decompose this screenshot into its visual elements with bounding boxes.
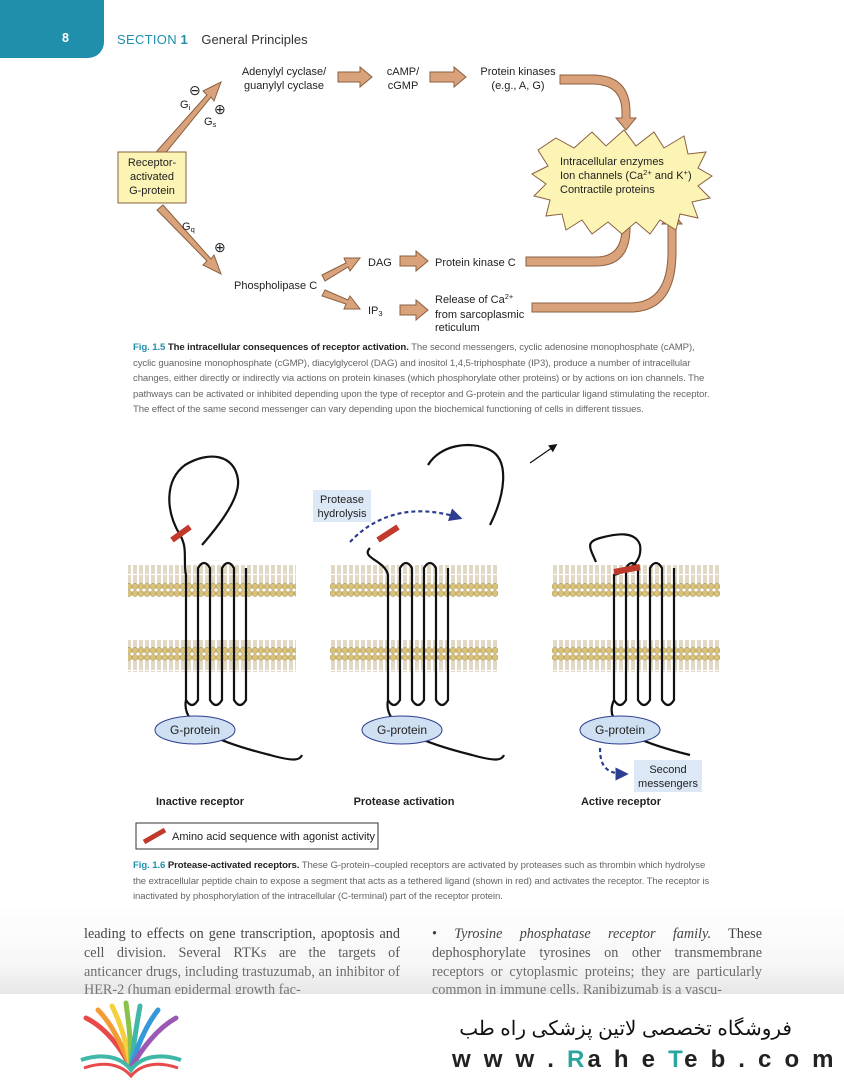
page-number: 8 xyxy=(62,31,69,45)
arrow-ip3-release xyxy=(399,298,429,322)
second-messengers-box xyxy=(634,760,702,792)
membrane-1-lower xyxy=(128,640,296,672)
protease-box xyxy=(313,490,371,522)
arrow-plc-ip3 xyxy=(321,289,362,310)
section-label: SECTION xyxy=(117,32,177,47)
agonist-segment-3 xyxy=(613,564,641,575)
protease-line-1: Protease xyxy=(320,494,364,506)
membrane-2-lower xyxy=(330,640,498,672)
figure-1-6-text: These G-protein–coupled receptors are ac… xyxy=(133,860,710,903)
section-number: 1 xyxy=(180,32,188,47)
running-head: SECTION 1 General Principles xyxy=(117,32,308,47)
second-messengers-line-1: Second xyxy=(649,764,686,776)
receptor-3-chain xyxy=(589,533,676,707)
ip3-label: IP3 xyxy=(368,305,383,318)
arrow-receptor-adenylyl xyxy=(156,80,222,157)
kinases-line-1: Protein kinases xyxy=(480,66,556,78)
bullet: • xyxy=(432,926,437,942)
legend-swatch xyxy=(142,827,167,845)
second-messenger-dashed-arrow xyxy=(598,747,629,781)
arrow-dag-pkc xyxy=(399,249,429,273)
pkc-label: Protein kinase C xyxy=(435,257,516,269)
arrow-kinases-targets xyxy=(559,74,638,131)
adenylyl-line-1: Adenylyl cyclase/ xyxy=(242,66,327,78)
receptor-1-chain xyxy=(168,455,248,707)
release-line-1: Release of Ca2+ xyxy=(435,292,514,306)
arrow-receptor-plc xyxy=(156,204,222,276)
receptor-box xyxy=(117,151,187,204)
label-gq: Gq xyxy=(182,221,195,234)
arrow-camp-kinases xyxy=(429,65,467,89)
membrane-1-upper xyxy=(128,565,296,597)
store-name: فروشگاه تخصصی لاتین پزشکی راه طب xyxy=(459,1018,792,1040)
panel-label-inactive: Inactive receptor xyxy=(156,796,245,808)
agonist-segment-1 xyxy=(170,524,192,543)
figure-1-5-caption: Fig. 1.5 The intracellular consequences … xyxy=(133,340,711,418)
figure-1-6-title: Protease-activated receptors. xyxy=(167,860,300,871)
adenylyl-line-2: guanylyl cyclase xyxy=(244,80,324,92)
figure-1-5-label: Fig. 1.5 xyxy=(133,342,166,353)
plus-sign-gq: ⊕ xyxy=(214,239,226,255)
figure-1-6-caption: Fig. 1.6 Protease-activated receptors. T… xyxy=(133,858,711,905)
kinases-line-2: (e.g., A, G) xyxy=(491,80,544,92)
release-line-3: reticulum xyxy=(435,322,480,334)
gprotein-1 xyxy=(154,715,236,745)
protease-dashed-arrow xyxy=(349,508,463,543)
membrane-2-upper xyxy=(330,565,498,597)
term-italic: Tyrosine phosphatase receptor family. xyxy=(454,926,712,942)
label-gs: Gs xyxy=(204,116,217,129)
effector-starburst xyxy=(531,129,713,235)
camp-line-1: cAMP/ xyxy=(387,66,420,78)
figure-1-5-text: The second messengers, cyclic adenosine … xyxy=(133,342,710,416)
agonist-segment-2 xyxy=(376,524,400,543)
store-url: w w w . Ra h e Te b . c o m xyxy=(452,1046,837,1073)
gprotein-2-label: G-protein xyxy=(377,723,427,737)
label-gi: Gi xyxy=(180,99,191,112)
receptor-line-3: G-protein xyxy=(129,185,175,197)
legend-box xyxy=(135,822,379,850)
released-peptide-arrow xyxy=(529,444,558,464)
membrane-3-lower xyxy=(552,640,720,672)
arrow-adenylyl-camp xyxy=(337,65,373,89)
panel-label-protease: Protease activation xyxy=(354,796,455,808)
protease-line-2: hydrolysis xyxy=(318,508,367,520)
plc-label: Phospholipase C xyxy=(234,280,317,292)
camp-line-2: cGMP xyxy=(388,80,419,92)
arrow-plc-dag xyxy=(321,257,362,282)
page-number-tab xyxy=(0,0,104,58)
targets-line-2: Ion channels (Ca2+ and K+) xyxy=(560,168,692,182)
second-messengers-line-2: messengers xyxy=(638,778,698,790)
legend-text: Amino acid sequence with agonist activit… xyxy=(172,831,375,843)
plus-sign-gs: ⊕ xyxy=(214,101,226,117)
targets-line-1: Intracellular enzymes xyxy=(560,156,664,168)
receptor-line-2: activated xyxy=(130,171,174,183)
body-column-left: leading to effects on gene transcription… xyxy=(84,926,400,999)
panel-label-active: Active receptor xyxy=(581,796,662,808)
gprotein-2 xyxy=(361,715,443,745)
body-column-right: • Tyrosine phosphatase receptor family. … xyxy=(432,925,762,1000)
targets-line-3: Contractile proteins xyxy=(560,184,655,196)
figure-1-6-label: Fig. 1.6 xyxy=(133,860,166,871)
receptor-line-1: Receptor- xyxy=(128,157,177,169)
receptor-2-chain-n xyxy=(427,443,505,526)
figure-1-6-diagram: G-protein G-protein G-protein Protease h… xyxy=(128,443,720,850)
dag-label: DAG xyxy=(368,257,392,269)
section-title: General Principles xyxy=(201,32,308,47)
gprotein-3 xyxy=(579,715,661,745)
release-line-2: from sarcoplasmic xyxy=(435,309,525,321)
book-logo xyxy=(80,1000,182,1078)
figure-1-5-diagram: Receptor- activated G-protein Gi ⊖ ⊕ Gs … xyxy=(117,65,713,334)
figure-1-5-title: The intracellular consequences of recept… xyxy=(167,342,409,353)
gprotein-1-label: G-protein xyxy=(170,723,220,737)
minus-sign: ⊖ xyxy=(189,82,201,98)
gprotein-3-label: G-protein xyxy=(595,723,645,737)
